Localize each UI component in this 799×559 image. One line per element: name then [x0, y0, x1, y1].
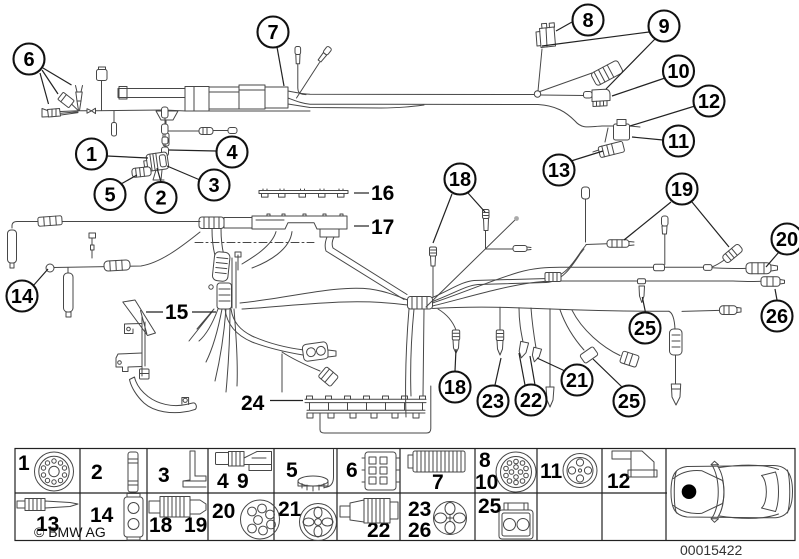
svg-text:25: 25	[634, 318, 656, 340]
svg-text:9: 9	[237, 470, 249, 493]
svg-text:18: 18	[444, 377, 466, 399]
svg-text:16: 16	[371, 182, 394, 205]
svg-text:20: 20	[776, 229, 798, 251]
svg-text:5: 5	[286, 459, 298, 482]
svg-text:21: 21	[278, 498, 302, 521]
svg-text:25: 25	[478, 495, 502, 518]
svg-text:14: 14	[90, 504, 114, 527]
svg-text:2: 2	[91, 461, 103, 484]
svg-text:12: 12	[698, 91, 720, 113]
svg-text:20: 20	[212, 500, 235, 523]
svg-text:13: 13	[548, 160, 570, 182]
svg-text:© BMW AG: © BMW AG	[34, 524, 106, 540]
svg-text:4: 4	[217, 470, 229, 493]
svg-text:9: 9	[658, 16, 669, 38]
svg-text:6: 6	[23, 49, 34, 71]
svg-text:26: 26	[766, 306, 788, 328]
svg-text:1: 1	[86, 144, 97, 166]
svg-text:22: 22	[367, 519, 390, 542]
svg-text:17: 17	[371, 216, 394, 239]
svg-text:6: 6	[346, 459, 358, 482]
svg-text:13: 13	[36, 513, 59, 536]
svg-text:1: 1	[18, 452, 30, 475]
svg-text:10: 10	[667, 61, 689, 83]
svg-text:10: 10	[475, 471, 498, 494]
svg-text:25: 25	[618, 391, 640, 413]
svg-text:19: 19	[184, 514, 207, 537]
svg-text:12: 12	[607, 470, 630, 493]
svg-text:18: 18	[149, 514, 173, 537]
svg-text:23: 23	[408, 498, 431, 521]
svg-text:23: 23	[482, 391, 504, 413]
svg-text:24: 24	[241, 392, 265, 415]
svg-text:7: 7	[432, 471, 444, 494]
svg-text:14: 14	[11, 286, 34, 308]
svg-text:26: 26	[408, 519, 431, 542]
svg-text:3: 3	[208, 175, 219, 197]
svg-text:00015422: 00015422	[680, 542, 743, 558]
svg-text:2: 2	[155, 188, 166, 210]
svg-text:15: 15	[165, 301, 189, 324]
svg-text:3: 3	[158, 464, 170, 487]
svg-text:8: 8	[479, 449, 491, 472]
svg-text:4: 4	[226, 142, 238, 164]
svg-text:19: 19	[671, 179, 693, 201]
svg-text:11: 11	[540, 460, 563, 483]
svg-text:11: 11	[668, 131, 689, 153]
svg-text:22: 22	[520, 390, 542, 412]
svg-text:21: 21	[566, 370, 588, 392]
svg-text:8: 8	[582, 10, 593, 32]
svg-text:5: 5	[104, 185, 115, 207]
svg-text:18: 18	[449, 169, 471, 191]
svg-text:7: 7	[267, 22, 278, 44]
